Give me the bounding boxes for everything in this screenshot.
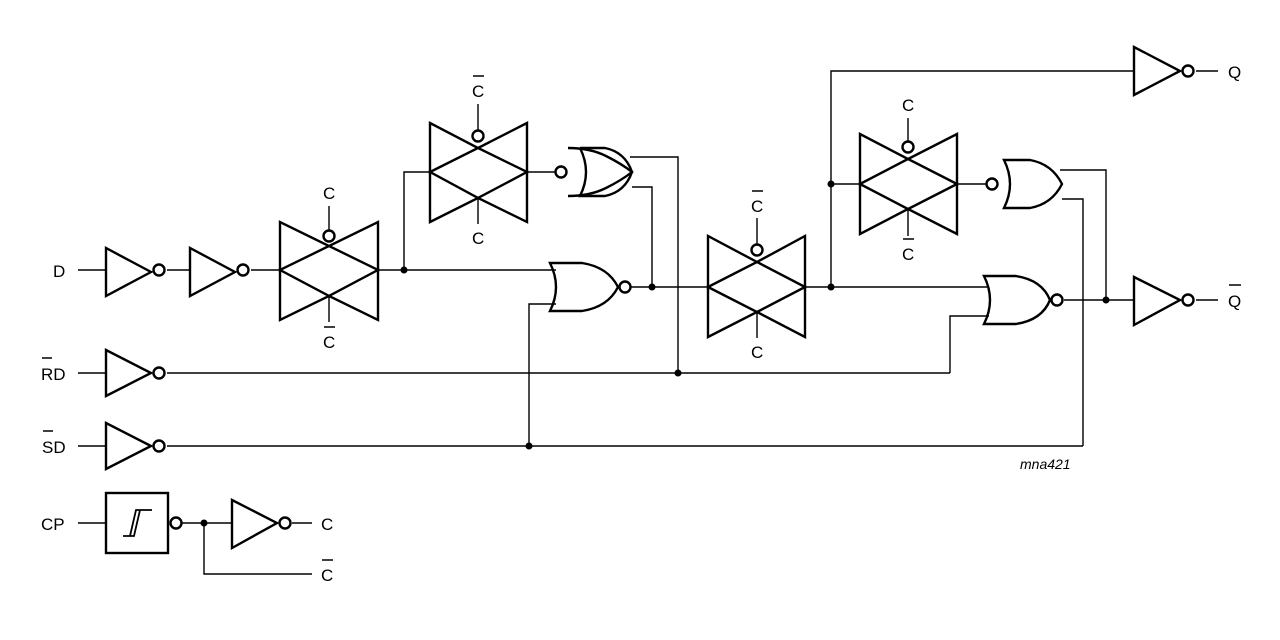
output-qbar-label: Q	[1228, 292, 1241, 311]
schmitt-trigger	[104, 491, 183, 555]
inverter-rd	[104, 348, 166, 398]
tg1-bottom-label: C	[323, 333, 335, 352]
inverter-sd	[104, 421, 166, 471]
inverter-clock	[230, 498, 292, 551]
junctions	[200, 180, 1110, 527]
nor-gate-3	[985, 158, 1064, 210]
tg4-bottom-label: C	[902, 245, 914, 264]
input-sd-label: SD	[42, 438, 66, 457]
input-cp-label: CP	[41, 515, 65, 534]
figure-id: mna421	[1020, 456, 1071, 472]
transmission-gate-4	[858, 118, 959, 236]
inverter-d2	[188, 246, 250, 298]
nor-gate-4	[982, 274, 1064, 326]
input-d-label: D	[53, 262, 65, 281]
inverter-qbar	[1132, 275, 1195, 328]
tg2-top-label: C	[472, 82, 484, 101]
transmission-gate-1	[278, 206, 380, 322]
labels: D RD SD CP Q Q C C C C C C C C C C mna42…	[41, 63, 1241, 585]
output-q-label: Q	[1228, 63, 1241, 82]
nor-gate-1	[554, 146, 634, 198]
clock-out-label: C	[321, 515, 333, 534]
inverter-q	[1132, 45, 1195, 97]
tg4-top-label: C	[902, 96, 914, 115]
tg2-bottom-label: C	[472, 229, 484, 248]
transmission-gate-2	[428, 104, 529, 224]
clockbar-out-label: C	[321, 566, 333, 585]
transmission-gate-3	[706, 218, 807, 339]
tg3-bottom-label: C	[751, 343, 763, 362]
nor-gate-2	[548, 261, 632, 313]
inverter-d1	[104, 246, 166, 298]
tg1-top-label: C	[323, 184, 335, 203]
input-rd-label: RD	[41, 365, 66, 384]
tg3-top-label: C	[751, 197, 763, 216]
wires	[78, 70, 1218, 575]
